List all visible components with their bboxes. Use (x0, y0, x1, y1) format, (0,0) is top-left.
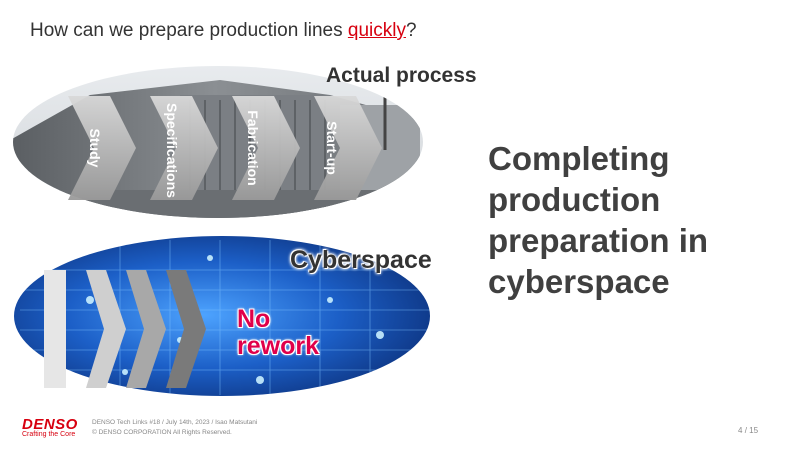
conclusion-line-3: preparation in (488, 222, 709, 259)
page-current: 4 (738, 426, 743, 435)
stage-arrow-specifications (150, 96, 218, 200)
stage-arrow-startup (314, 96, 382, 200)
conclusion-line-2: production (488, 181, 661, 218)
cyberspace-label: Cyberspace (290, 246, 432, 274)
footer-meta: DENSO Tech Links #18 / July 14th, 2023 /… (92, 418, 257, 438)
stage-arrow-study (68, 96, 136, 200)
conclusion-text: Completing production preparation in cyb… (488, 138, 788, 302)
actual-process-label: Actual process (326, 64, 477, 87)
stage-label-fabrication: Fabrication (245, 110, 261, 186)
slide-question: How can we prepare production lines quic… (30, 20, 417, 42)
event-info: DENSO Tech Links #18 / July 14th, 2023 /… (92, 419, 258, 426)
conclusion-line-1: Completing (488, 140, 670, 177)
logo-wordmark: DENSO (22, 416, 78, 433)
question-suffix: ? (405, 20, 417, 41)
page-separator: / (744, 426, 747, 435)
page-total: 15 (749, 426, 759, 435)
conclusion-line-4: cyberspace (488, 263, 670, 300)
question-highlight: quickly (347, 20, 406, 41)
copyright: © DENSO CORPORATION All Rights Reserved. (92, 429, 232, 436)
stage-label-study: Study (87, 128, 103, 168)
page-number: 4 / 15 (738, 426, 758, 435)
no-rework-line-1: No (237, 305, 271, 333)
cyberspace-visual (14, 236, 430, 396)
logo-tagline: Crafting the Core (22, 431, 76, 438)
no-rework-line-2: rework (237, 332, 319, 360)
question-prefix: How can we prepare production lines (30, 20, 348, 41)
stage-arrow-fabrication (232, 96, 300, 200)
stage-label-specifications: Specifications (164, 103, 180, 198)
stage-label-startup: Start-up (324, 121, 340, 175)
denso-logo: DENSO Crafting the Core (22, 416, 78, 438)
cyberspace-arrows (44, 270, 206, 388)
actual-process-arrows (68, 96, 382, 200)
no-rework-callout: No rework (237, 306, 319, 360)
